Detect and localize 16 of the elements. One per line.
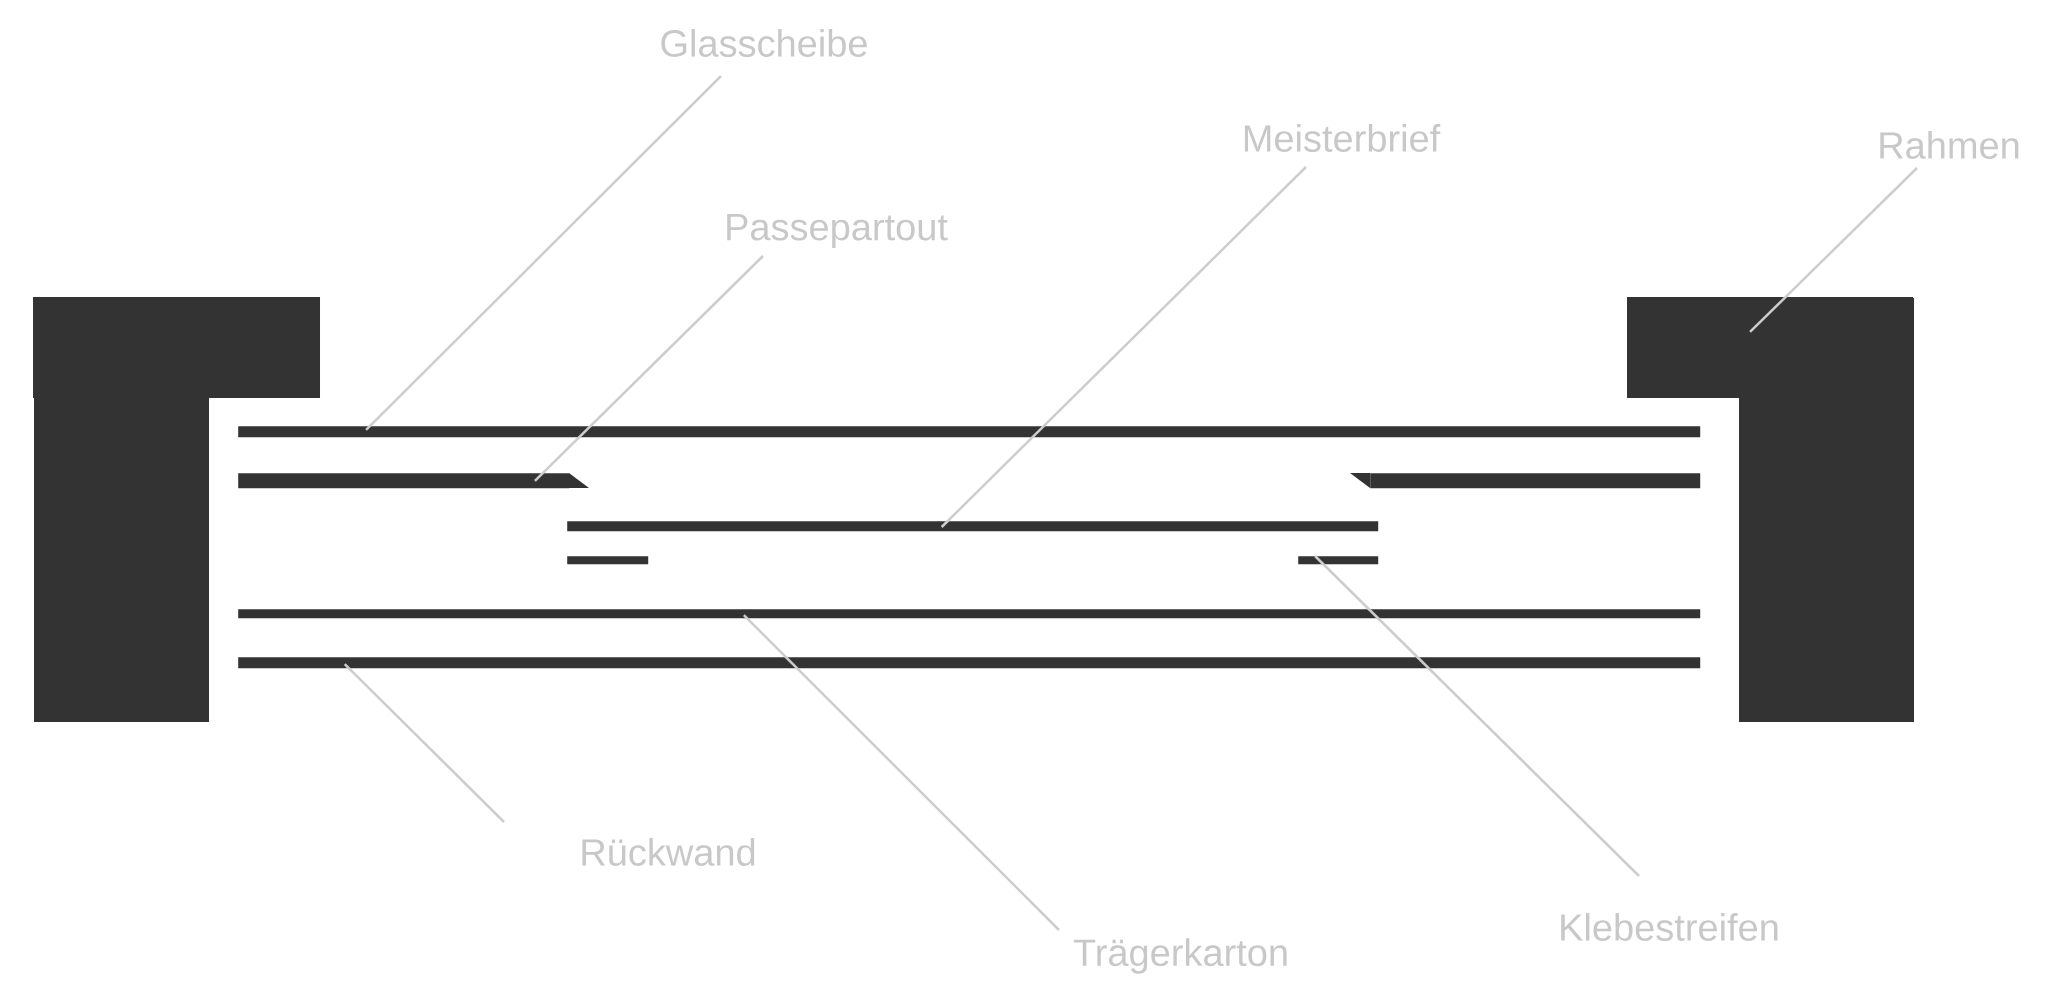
- leader-line: [1749, 167, 1918, 333]
- layer-bar: [567, 556, 649, 565]
- leader-line: [534, 255, 764, 482]
- leader-line: [742, 614, 1060, 931]
- leader-line: [365, 75, 722, 431]
- layer-bar: [238, 609, 1701, 619]
- layer-bar: [567, 521, 1379, 532]
- layer-bar: [1298, 556, 1379, 565]
- layer-bar: [1350, 473, 1701, 489]
- layer-bar: [238, 657, 1701, 669]
- layer-bar: [238, 473, 589, 489]
- frame-profile: [33, 297, 320, 722]
- frame-profile: [1627, 297, 1914, 722]
- leader-line: [343, 663, 505, 823]
- layer-bar: [238, 426, 1701, 438]
- leader-line: [940, 166, 1307, 528]
